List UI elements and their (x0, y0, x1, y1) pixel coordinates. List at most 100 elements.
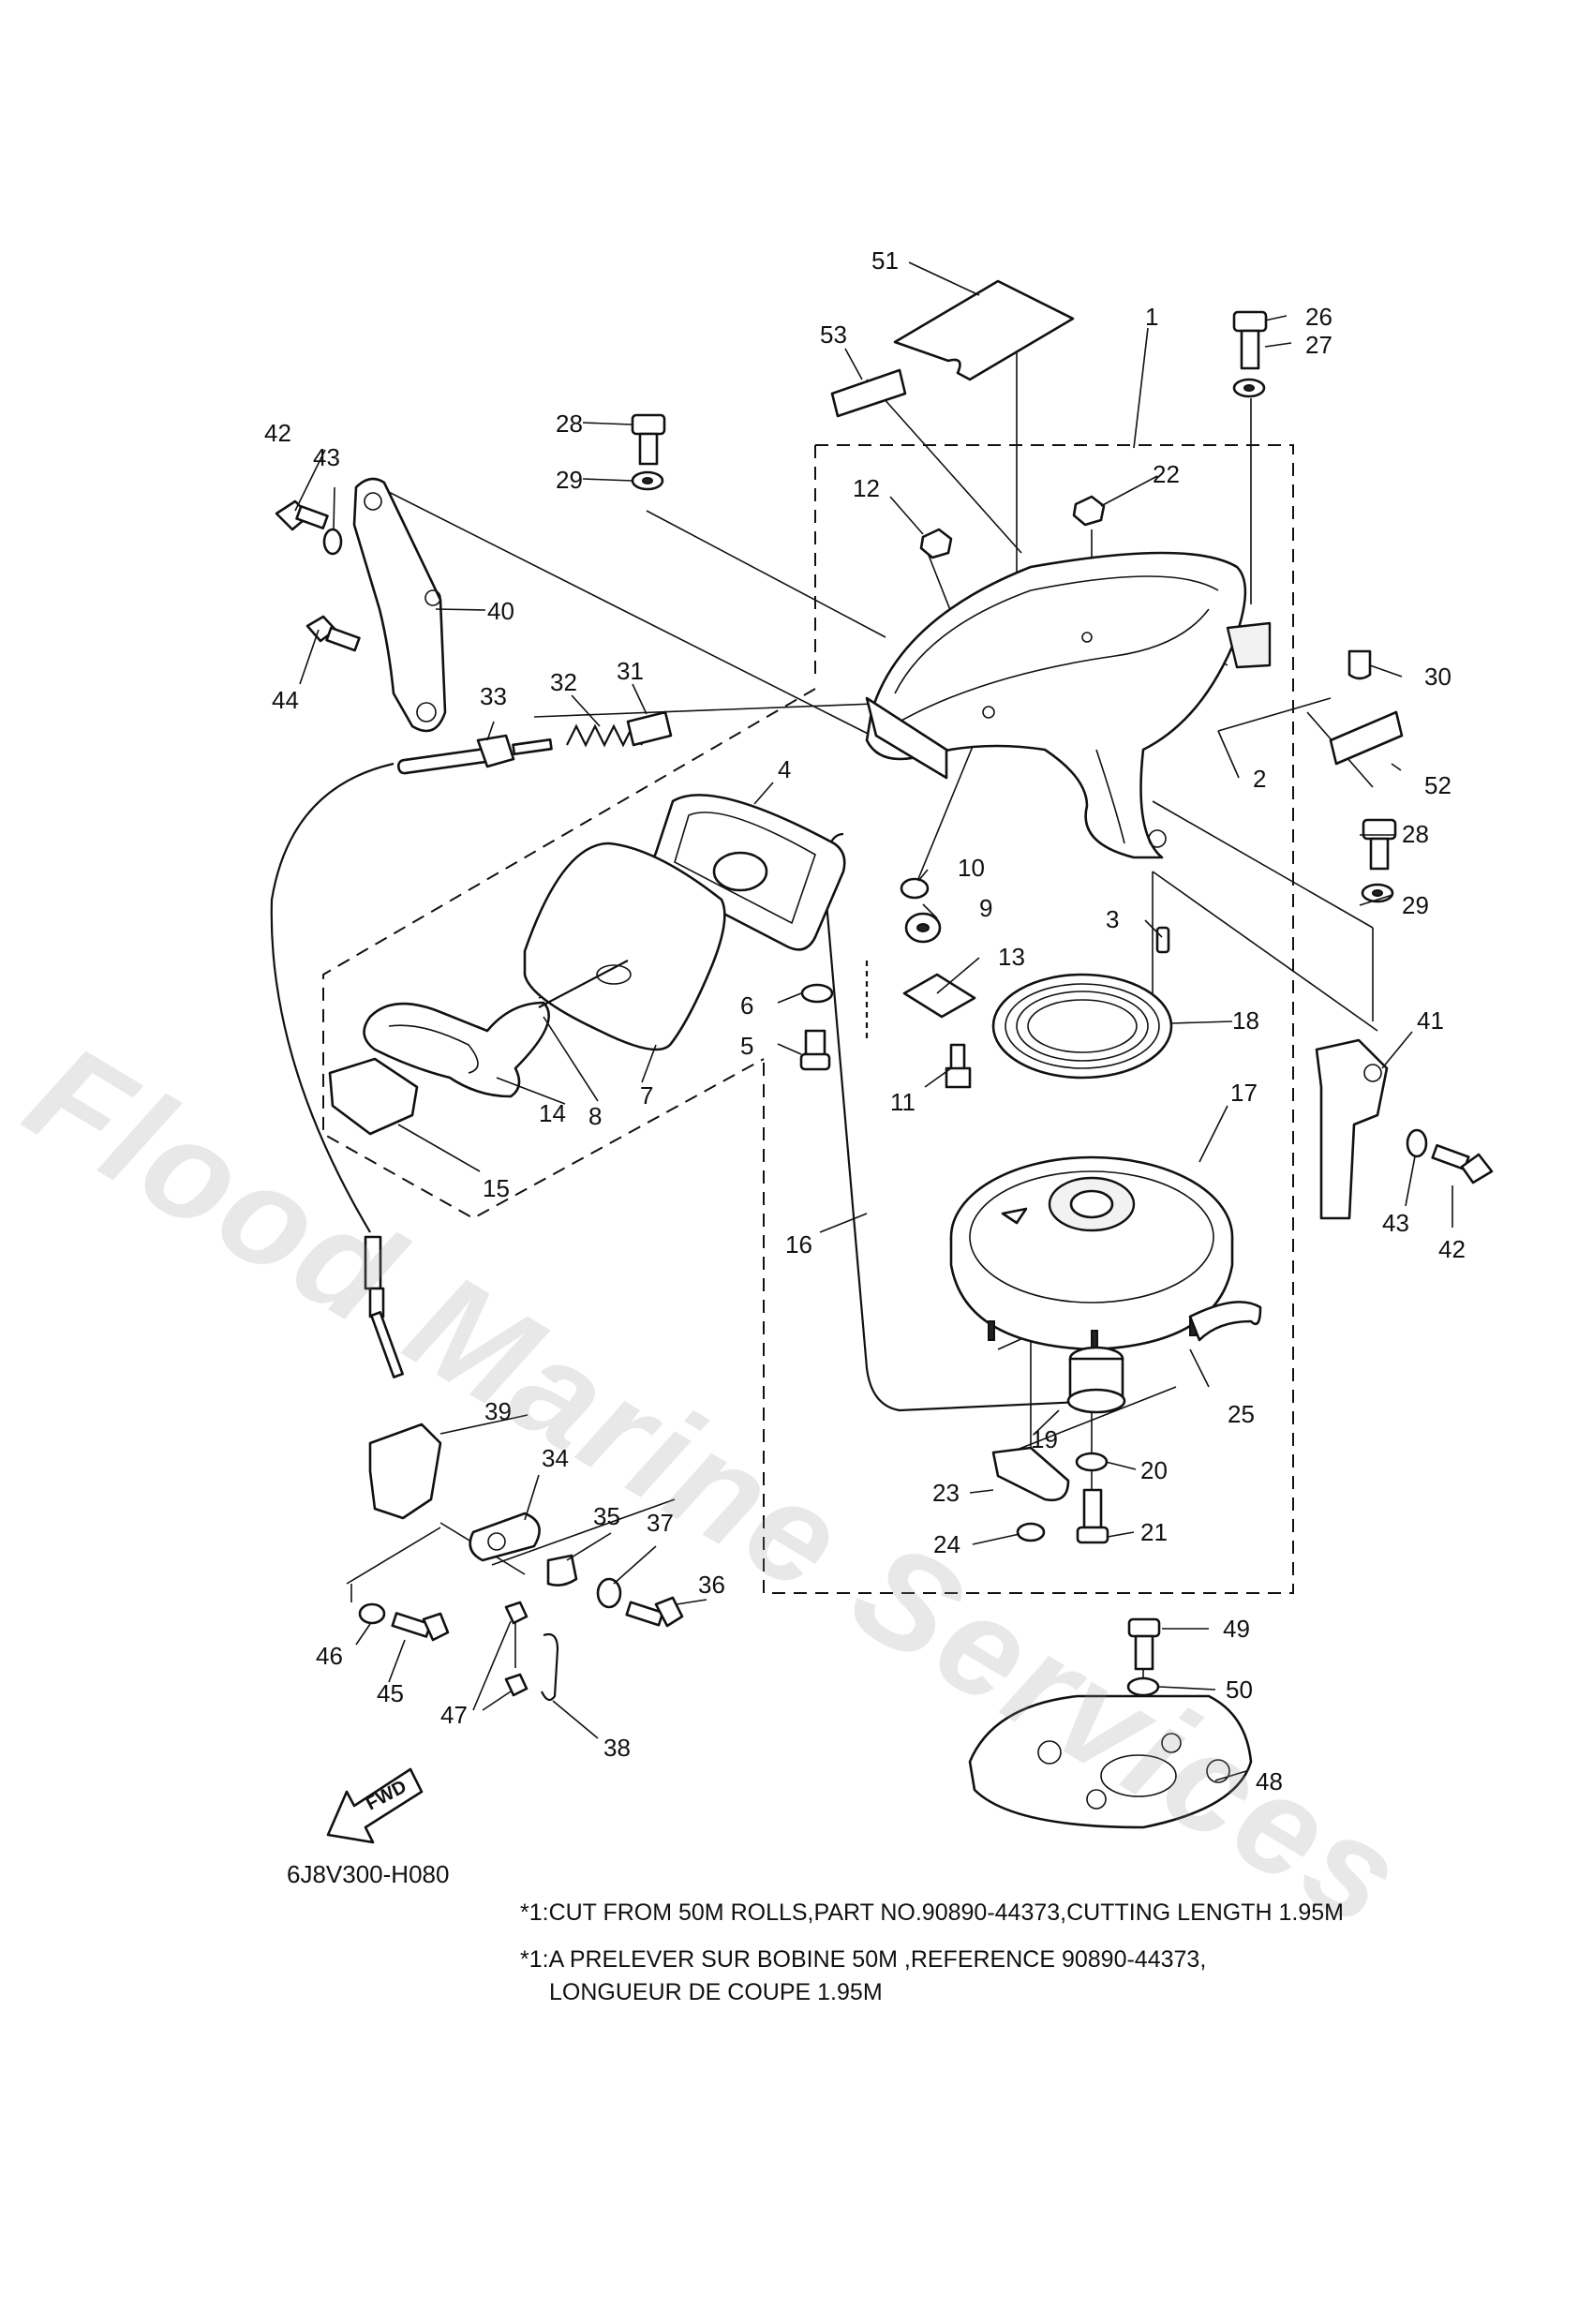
rod-38 (541, 1632, 559, 1702)
callout-3: 3 (1106, 905, 1119, 933)
pin-3 (1155, 926, 1170, 954)
callout-6: 6 (740, 991, 753, 1020)
callout-27: 27 (1305, 331, 1332, 359)
bolt-49 (1126, 1617, 1161, 1697)
cable-joint-33 (396, 734, 553, 775)
collar-10 (900, 877, 930, 900)
handle-assembly-outline (322, 688, 816, 1220)
callout-9: 9 (979, 894, 992, 922)
callout-32: 32 (550, 668, 577, 696)
bushing-19 (1066, 1346, 1126, 1414)
label-51 (893, 279, 1075, 381)
plate-13 (902, 973, 976, 1019)
callout-18: 18 (1232, 1006, 1259, 1035)
callout-20: 20 (1140, 1456, 1168, 1484)
handle-guide-hole (712, 851, 768, 892)
plate-48 (968, 1694, 1253, 1829)
washer-20 (1075, 1452, 1109, 1472)
bolt-36 (625, 1596, 684, 1628)
callout-26: 26 (1305, 303, 1332, 331)
callout-16: 16 (785, 1230, 812, 1259)
callout-48: 48 (1256, 1767, 1283, 1795)
washer-37 (596, 1577, 622, 1609)
bolt-28-top (631, 413, 666, 491)
callout-17: 17 (1230, 1079, 1258, 1107)
bolt-44 (305, 615, 361, 652)
starter-rope-16 (823, 832, 1102, 1412)
callout-14: 14 (539, 1099, 566, 1127)
callout-39: 39 (484, 1397, 512, 1425)
callout-leaders (294, 261, 1453, 1781)
callout-45: 45 (377, 1679, 404, 1707)
bolt-21 (1076, 1488, 1109, 1544)
handle-cover-7 (523, 842, 726, 1051)
note-french-line1: *1:A PRELEVER SUR BOBINE 50M ,REFERENCE … (520, 1946, 1207, 1973)
lever-34 (469, 1512, 541, 1562)
callout-19: 19 (1031, 1425, 1058, 1453)
callout-35: 35 (593, 1502, 620, 1530)
grip-cap-15 (328, 1057, 419, 1136)
bracket-41 (1315, 1038, 1389, 1220)
callout-8: 8 (588, 1102, 602, 1130)
callout-40: 40 (487, 597, 514, 625)
callout-42-right: 42 (1438, 1235, 1466, 1263)
callout-23: 23 (932, 1479, 960, 1507)
nut-12 (919, 528, 953, 559)
callout-numbers: 1 2 3 4 5 6 7 8 9 10 11 12 13 14 15 16 1… (264, 246, 1466, 1795)
callout-41: 41 (1417, 1006, 1444, 1035)
clip-47b (504, 1673, 528, 1697)
sheave-drum-17 (949, 1155, 1234, 1355)
circlip-25 (1188, 1301, 1262, 1342)
bolt-45 (391, 1612, 450, 1642)
joint-31 (626, 710, 673, 747)
callout-13: 13 (998, 943, 1025, 971)
callout-53: 53 (820, 320, 847, 349)
note-french-line2: LONGUEUR DE COUPE 1.95M (549, 1979, 883, 2005)
callout-47a: 47 (440, 1701, 468, 1729)
callout-30: 30 (1424, 663, 1451, 691)
spring-18 (991, 973, 1173, 1080)
cable-end-lower (364, 1235, 404, 1378)
bolt-5 (799, 983, 834, 1071)
washer-46 (358, 1602, 386, 1625)
callout-29-top: 29 (556, 466, 583, 494)
callout-37: 37 (647, 1509, 674, 1537)
callout-10: 10 (958, 854, 985, 882)
throttle-cable-routing (270, 762, 394, 1233)
callout-43-left: 43 (313, 443, 340, 471)
callout-34: 34 (542, 1444, 569, 1472)
callout-49: 49 (1223, 1615, 1250, 1643)
collar-30 (1347, 649, 1372, 680)
starter-case-2 (865, 551, 1272, 859)
nut-22 (1072, 495, 1106, 527)
callout-52: 52 (1424, 771, 1451, 799)
clip-47a (504, 1601, 528, 1625)
rope-8 (538, 960, 629, 1008)
note-english: *1:CUT FROM 50M ROLLS,PART NO.90890-4437… (520, 1899, 1344, 1926)
fwd-arrow-icon: FWD (326, 1767, 424, 1844)
callout-7: 7 (640, 1081, 653, 1110)
callout-46: 46 (316, 1642, 343, 1670)
callout-4: 4 (778, 755, 791, 783)
bracket-39 (368, 1423, 442, 1520)
bracket-40 (352, 477, 447, 733)
callout-15: 15 (483, 1174, 510, 1202)
callout-43-right: 43 (1382, 1209, 1409, 1237)
callout-50: 50 (1226, 1676, 1253, 1704)
callout-44: 44 (272, 686, 299, 714)
callout-38: 38 (603, 1734, 631, 1762)
washer-6 (800, 983, 834, 1004)
callout-1: 1 (1145, 303, 1158, 331)
washer-50 (1126, 1676, 1160, 1697)
screw-11 (945, 1043, 972, 1089)
callout-21: 21 (1140, 1518, 1168, 1546)
clip-24 (1016, 1522, 1046, 1542)
callout-24: 24 (933, 1530, 960, 1558)
callout-25: 25 (1228, 1400, 1255, 1428)
callout-5: 5 (740, 1032, 753, 1060)
bolt-28-right (1361, 818, 1397, 903)
pawl-23 (991, 1446, 1070, 1502)
bolt-42-left (275, 499, 343, 556)
